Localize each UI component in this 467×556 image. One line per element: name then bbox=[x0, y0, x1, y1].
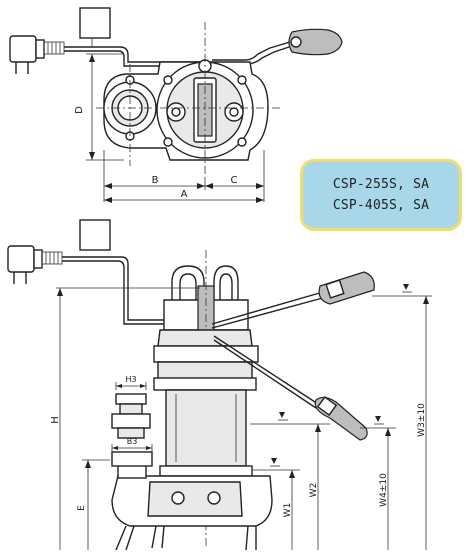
dimension-a-label: A bbox=[181, 189, 188, 200]
dimension-w2-label: W2 bbox=[309, 483, 319, 498]
model-label-box: CSP-255S, SA CSP-405S, SA bbox=[300, 159, 462, 231]
float-switch-icon bbox=[288, 28, 343, 56]
float-switch-lower-icon bbox=[314, 396, 368, 441]
top-view: D B C A bbox=[9, 7, 343, 203]
dimension-w3-label: W3±10 bbox=[417, 403, 427, 437]
model-name-1: CSP-255S, SA bbox=[332, 177, 430, 192]
dimension-d-label: D bbox=[74, 106, 85, 114]
dimension-c-label: C bbox=[231, 175, 238, 186]
float-switch-upper-icon bbox=[318, 271, 375, 305]
dimension-w1-label: W1 bbox=[283, 503, 293, 518]
power-plug-icon-side bbox=[7, 245, 63, 284]
dimension-b3-label: B3 bbox=[127, 437, 138, 446]
power-plug-icon bbox=[9, 35, 65, 74]
dimension-e-label: E bbox=[77, 505, 87, 511]
dimension-h3-label: H3 bbox=[125, 375, 136, 384]
discharge-fitting: H3 B3 bbox=[111, 375, 153, 452]
model-name-2: CSP-405S, SA bbox=[332, 198, 430, 213]
side-view: H3 B3 H E W1 bbox=[7, 219, 432, 551]
dimension-b-label: B bbox=[152, 175, 159, 186]
dimension-w4-label: W4±10 bbox=[379, 473, 389, 507]
dimension-h-label: H bbox=[50, 416, 61, 424]
